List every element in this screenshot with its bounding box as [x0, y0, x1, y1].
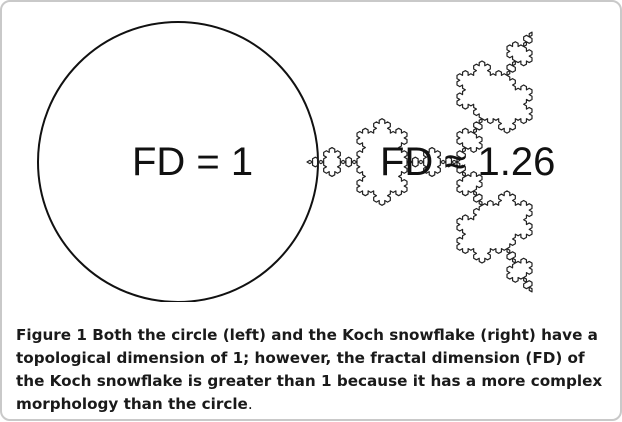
circle-fd-label: FD = 1 — [132, 140, 254, 184]
snowflake-fd-label: FD ≈ 1.26 — [380, 140, 556, 184]
figure-svg — [37, 21, 533, 302]
caption-end: . — [247, 395, 253, 413]
figure-artwork: FD = 1 FD ≈ 1.26 — [2, 2, 620, 302]
koch-snowflake-shape — [306, 31, 533, 293]
caption-title: Figure 1 — [16, 326, 87, 344]
caption-body: Both the circle (left) and the Koch snow… — [16, 326, 603, 413]
figure-caption: Figure 1 Both the circle (left) and the … — [16, 324, 604, 416]
